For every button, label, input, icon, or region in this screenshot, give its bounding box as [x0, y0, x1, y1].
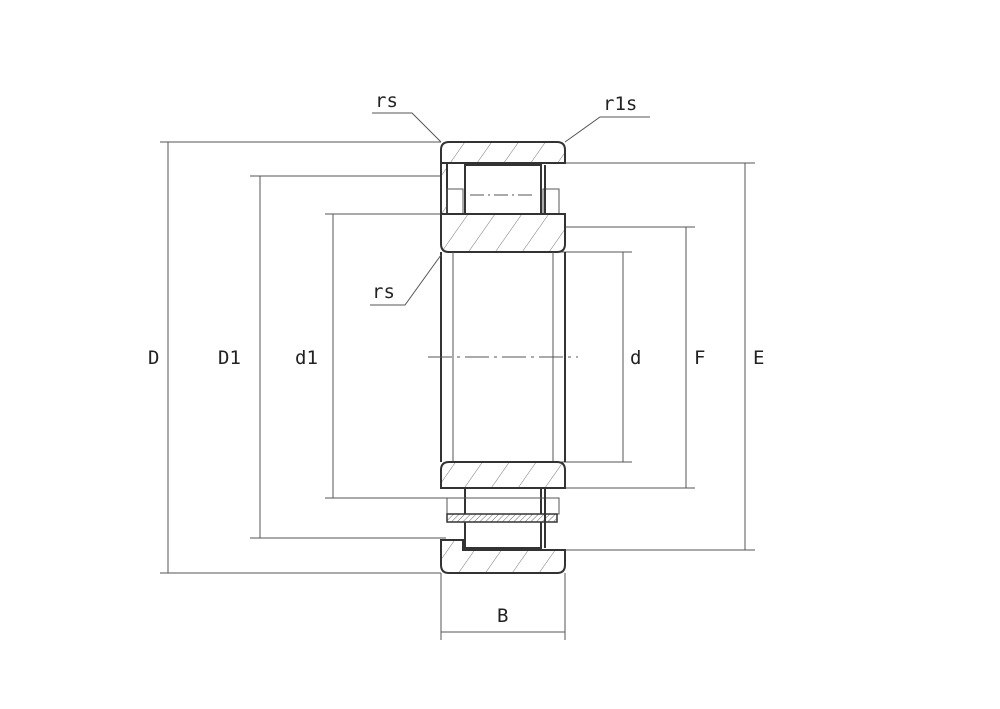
- cage-top-left: [446, 188, 464, 215]
- leaders: [370, 112, 650, 306]
- dimension-lines: [167, 142, 746, 633]
- label-D: D: [148, 347, 159, 369]
- outer-ring-bottom: [440, 539, 566, 574]
- label-D1: D1: [218, 347, 241, 369]
- label-rs-mid: rs: [372, 281, 395, 303]
- label-F: F: [694, 347, 705, 369]
- label-d: d: [630, 347, 641, 369]
- label-rs-top: rs: [375, 90, 398, 112]
- label-B: B: [497, 605, 508, 627]
- cage-bar: [446, 513, 558, 523]
- bearing-top-section: [440, 141, 566, 253]
- inner-ring-bottom: [440, 461, 566, 489]
- outer-ring-top: [440, 141, 566, 164]
- extension-lines: [160, 141, 755, 640]
- label-d1: d1: [295, 347, 318, 369]
- label-E: E: [753, 347, 764, 369]
- inner-ring-top: [440, 213, 566, 253]
- bearing-bottom-section: [440, 461, 566, 574]
- label-r1s: r1s: [603, 93, 637, 115]
- bore: [428, 252, 578, 462]
